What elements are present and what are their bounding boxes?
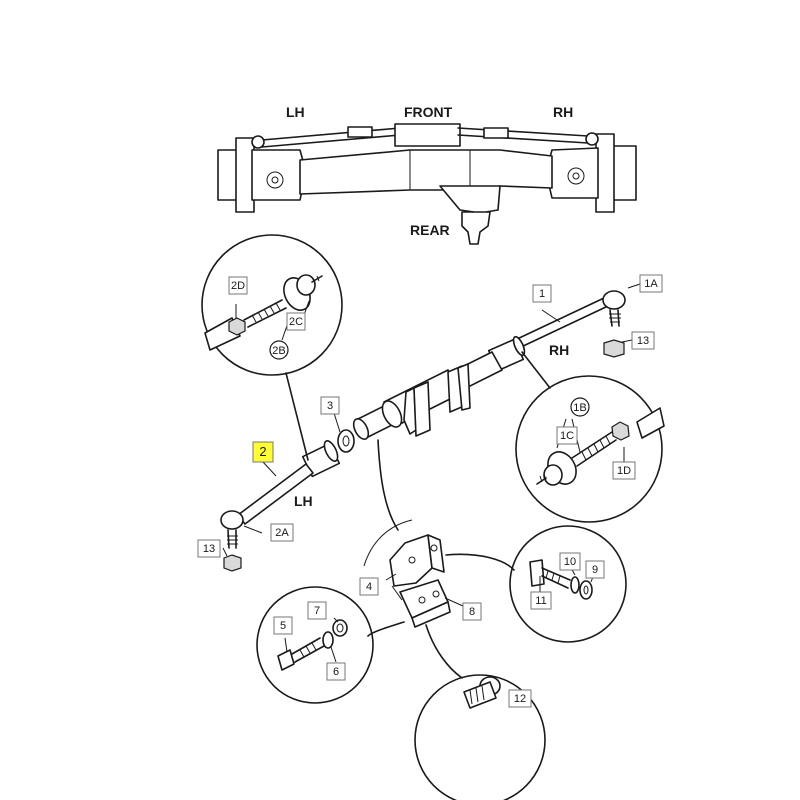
lh-label-top: LH [286,104,305,120]
bracket-assembly [363,519,464,628]
rear-label: REAR [410,222,450,238]
callout-4[interactable]: 4 [359,577,379,596]
tie-rod-assembly [220,290,626,572]
callout-4-label: 4 [366,581,372,593]
callout-1A-label: 1A [644,278,658,290]
callout-11[interactable]: 11 [530,591,552,610]
callout-1D-label: 1D [617,465,631,477]
callout-1B-label: 1B [573,402,586,414]
callout-7[interactable]: 7 [307,601,327,620]
detail-circle-1 [515,375,665,523]
callout-1-label: 1 [539,288,545,300]
callout-5[interactable]: 5 [273,616,293,635]
callout-2C-label: 2C [289,316,303,328]
detail-circle-bolts-right [509,525,627,643]
callout-10-label: 10 [564,556,576,568]
callout-6[interactable]: 6 [326,662,346,681]
axle-overview [217,123,637,245]
callout-9-label: 9 [592,564,598,576]
lh-side-label: LH [294,493,313,509]
rh-side-label: RH [549,342,569,358]
callout-6-label: 6 [333,666,339,678]
callout-11-label: 11 [535,595,546,607]
callout-5-label: 5 [280,620,286,632]
callout-1A[interactable]: 1A [639,274,663,293]
callout-2-label: 2 [259,444,266,459]
callout-1C[interactable]: 1C [556,426,578,445]
callout-8[interactable]: 8 [462,602,482,621]
callout-13-top-label: 13 [637,335,649,347]
callout-2D[interactable]: 2D [228,276,248,295]
detail-circle-2 [201,234,343,376]
callout-2B-label: 2B [272,345,285,357]
callout-13-top[interactable]: 13 [631,331,655,350]
callout-2C[interactable]: 2C [286,312,306,331]
callout-13-bottom[interactable]: 13 [197,539,221,558]
rh-label-top: RH [553,104,573,120]
callout-12[interactable]: 12 [508,689,532,708]
callout-2-highlighted[interactable]: 2 [252,441,274,463]
connector-arcs [222,283,641,679]
callout-7-label: 7 [314,605,320,617]
callout-3[interactable]: 3 [320,396,340,415]
callout-3-label: 3 [327,400,333,412]
callout-10[interactable]: 10 [559,552,581,571]
callout-2A[interactable]: 2A [270,523,294,542]
callout-12-label: 12 [514,693,526,705]
callout-8-label: 8 [469,606,475,618]
callout-13-bottom-label: 13 [203,543,215,555]
callout-2D-label: 2D [231,280,245,292]
callout-1B[interactable]: 1B [570,397,590,417]
callout-1C-label: 1C [560,430,574,442]
callout-1[interactable]: 1 [532,284,552,303]
callout-2A-label: 2A [275,527,289,539]
callout-1D[interactable]: 1D [612,461,636,480]
callout-9[interactable]: 9 [585,560,605,579]
front-label: FRONT [404,104,453,120]
callout-2B[interactable]: 2B [269,340,289,360]
